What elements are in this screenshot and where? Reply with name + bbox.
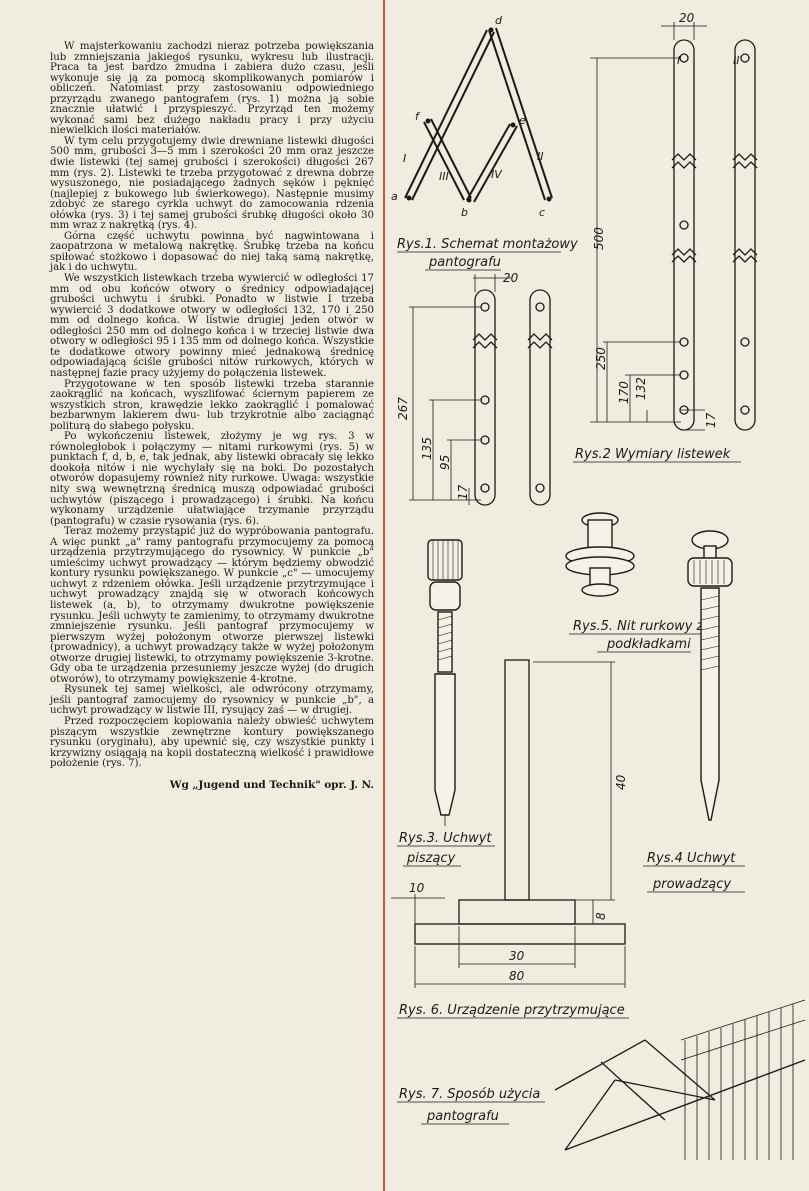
fig2-dim-170: 170 [617, 381, 631, 404]
fig6-caption: Rys. 6. Urządzenie przytrzymujące [399, 1003, 625, 1018]
fig1-bar-label-III: III [439, 170, 449, 183]
fig2-dim-132: 132 [634, 377, 648, 400]
paragraph: Przed rozpoczęciem kopiowania należy obw… [50, 716, 374, 770]
fig2-dim-17-short: 17 [456, 484, 470, 500]
fig2-dim-500: 500 [592, 227, 606, 250]
fig4-caption-line2: prowadzący [652, 877, 731, 892]
fig3-pencil-holder: Rys.3. Uchwyt piszący [397, 539, 495, 867]
fig1-bar-label-IV: IV [491, 168, 503, 181]
fig2-bar-label-I: I [677, 54, 680, 67]
fig2-dim-135: 135 [420, 437, 434, 460]
fig1-caption: Rys.1. Schemat montażowy [397, 237, 578, 252]
fig6-holding-device: 40 10 8 30 80 Rys. 6. Urządzenie przytrz… [391, 659, 629, 1019]
paragraph: W majsterkowaniu zachodzi nieraz potrzeb… [50, 41, 374, 137]
fig2-dim-17: 17 [704, 412, 718, 428]
figures-drawing: a b c d e f I II III IV Rys.1. Schemat m… [391, 11, 806, 1160]
fig6-dim-80: 80 [509, 969, 525, 983]
fig2-dim-20: 20 [679, 11, 695, 25]
fig2-short-bars: 20 267 135 95 17 [396, 271, 553, 506]
fig4-guide-holder: Rys.4 Uchwyt prowadzący [643, 530, 745, 893]
fig2-dim-20-short: 20 [503, 271, 519, 285]
fig7-usage-drawing: Rys. 7. Sposób użycia pantografu [397, 999, 806, 1160]
fig6-dim-30: 30 [509, 949, 525, 963]
fig2-dim-250: 250 [594, 347, 608, 370]
paragraph: Rysunek tej samej wielkości, ale odwróco… [50, 684, 374, 717]
paragraph: We wszystkich listewkach trzeba wywierci… [50, 273, 374, 379]
fig3-caption-line2: piszący [406, 851, 456, 866]
fig1-point-f: f [415, 110, 421, 123]
fig3-caption: Rys.3. Uchwyt [399, 831, 492, 846]
fig6-dim-8: 8 [594, 912, 608, 920]
fig7-caption-line2: pantografu [426, 1109, 499, 1124]
fig1-bar-label-I: I [403, 152, 406, 165]
fig2-dim-267: 267 [396, 397, 410, 420]
fig1-bar-label-II: II [537, 150, 544, 163]
fig1-pantograph-schematic: a b c d e f I II III IV Rys.1. Schemat m… [391, 14, 578, 271]
fig1-point-b: b [461, 206, 468, 219]
paragraph: Przygotowane w ten sposób listewki trzeb… [50, 378, 374, 432]
fig2-caption: Rys.2 Wymiary listewek [575, 447, 731, 462]
paragraph: Teraz możemy przystąpić już do wypróbowa… [50, 526, 374, 685]
article-column: W majsterkowaniu zachodzi nieraz potrzeb… [0, 0, 380, 1191]
fig4-caption: Rys.4 Uchwyt [647, 851, 736, 866]
fig5-caption-line2: podkładkami [606, 637, 691, 652]
article-text: W majsterkowaniu zachodzi nieraz potrzeb… [50, 41, 374, 791]
fig2-bar-label-II: II [733, 54, 740, 67]
fig1-point-a: a [391, 190, 398, 203]
figures-column: a b c d e f I II III IV Rys.1. Schemat m… [385, 0, 809, 1191]
article-credit: Wg „Jugend und Technik" opr. J. N. [169, 778, 374, 791]
paragraph: Po wykończeniu listewek, złożymy je wg r… [50, 431, 374, 527]
fig2-dim-95: 95 [438, 455, 452, 470]
paragraph: Górna część uchwytu powinna być nagwinto… [50, 230, 374, 274]
fig1-point-c: c [539, 206, 545, 219]
fig6-dim-10: 10 [409, 881, 425, 895]
fig2-bar-dimensions: I II 20 500 250 170 132 17 Rys.2 Wymiary… [573, 11, 758, 463]
fig1-point-e: e [519, 114, 526, 127]
fig6-dim-40: 40 [614, 774, 628, 790]
fig5-tubular-rivet: Rys.5. Nit rurkowy z podkładkami [565, 512, 715, 653]
column-divider [383, 0, 385, 1191]
paragraph: W tym celu przygotujemy dwie drewniane l… [50, 135, 374, 232]
fig5-caption: Rys.5. Nit rurkowy z [573, 619, 705, 634]
fig1-point-d: d [495, 14, 503, 27]
fig1-caption-line2: pantografu [428, 255, 501, 270]
fig7-caption: Rys. 7. Sposób użycia [399, 1087, 540, 1102]
